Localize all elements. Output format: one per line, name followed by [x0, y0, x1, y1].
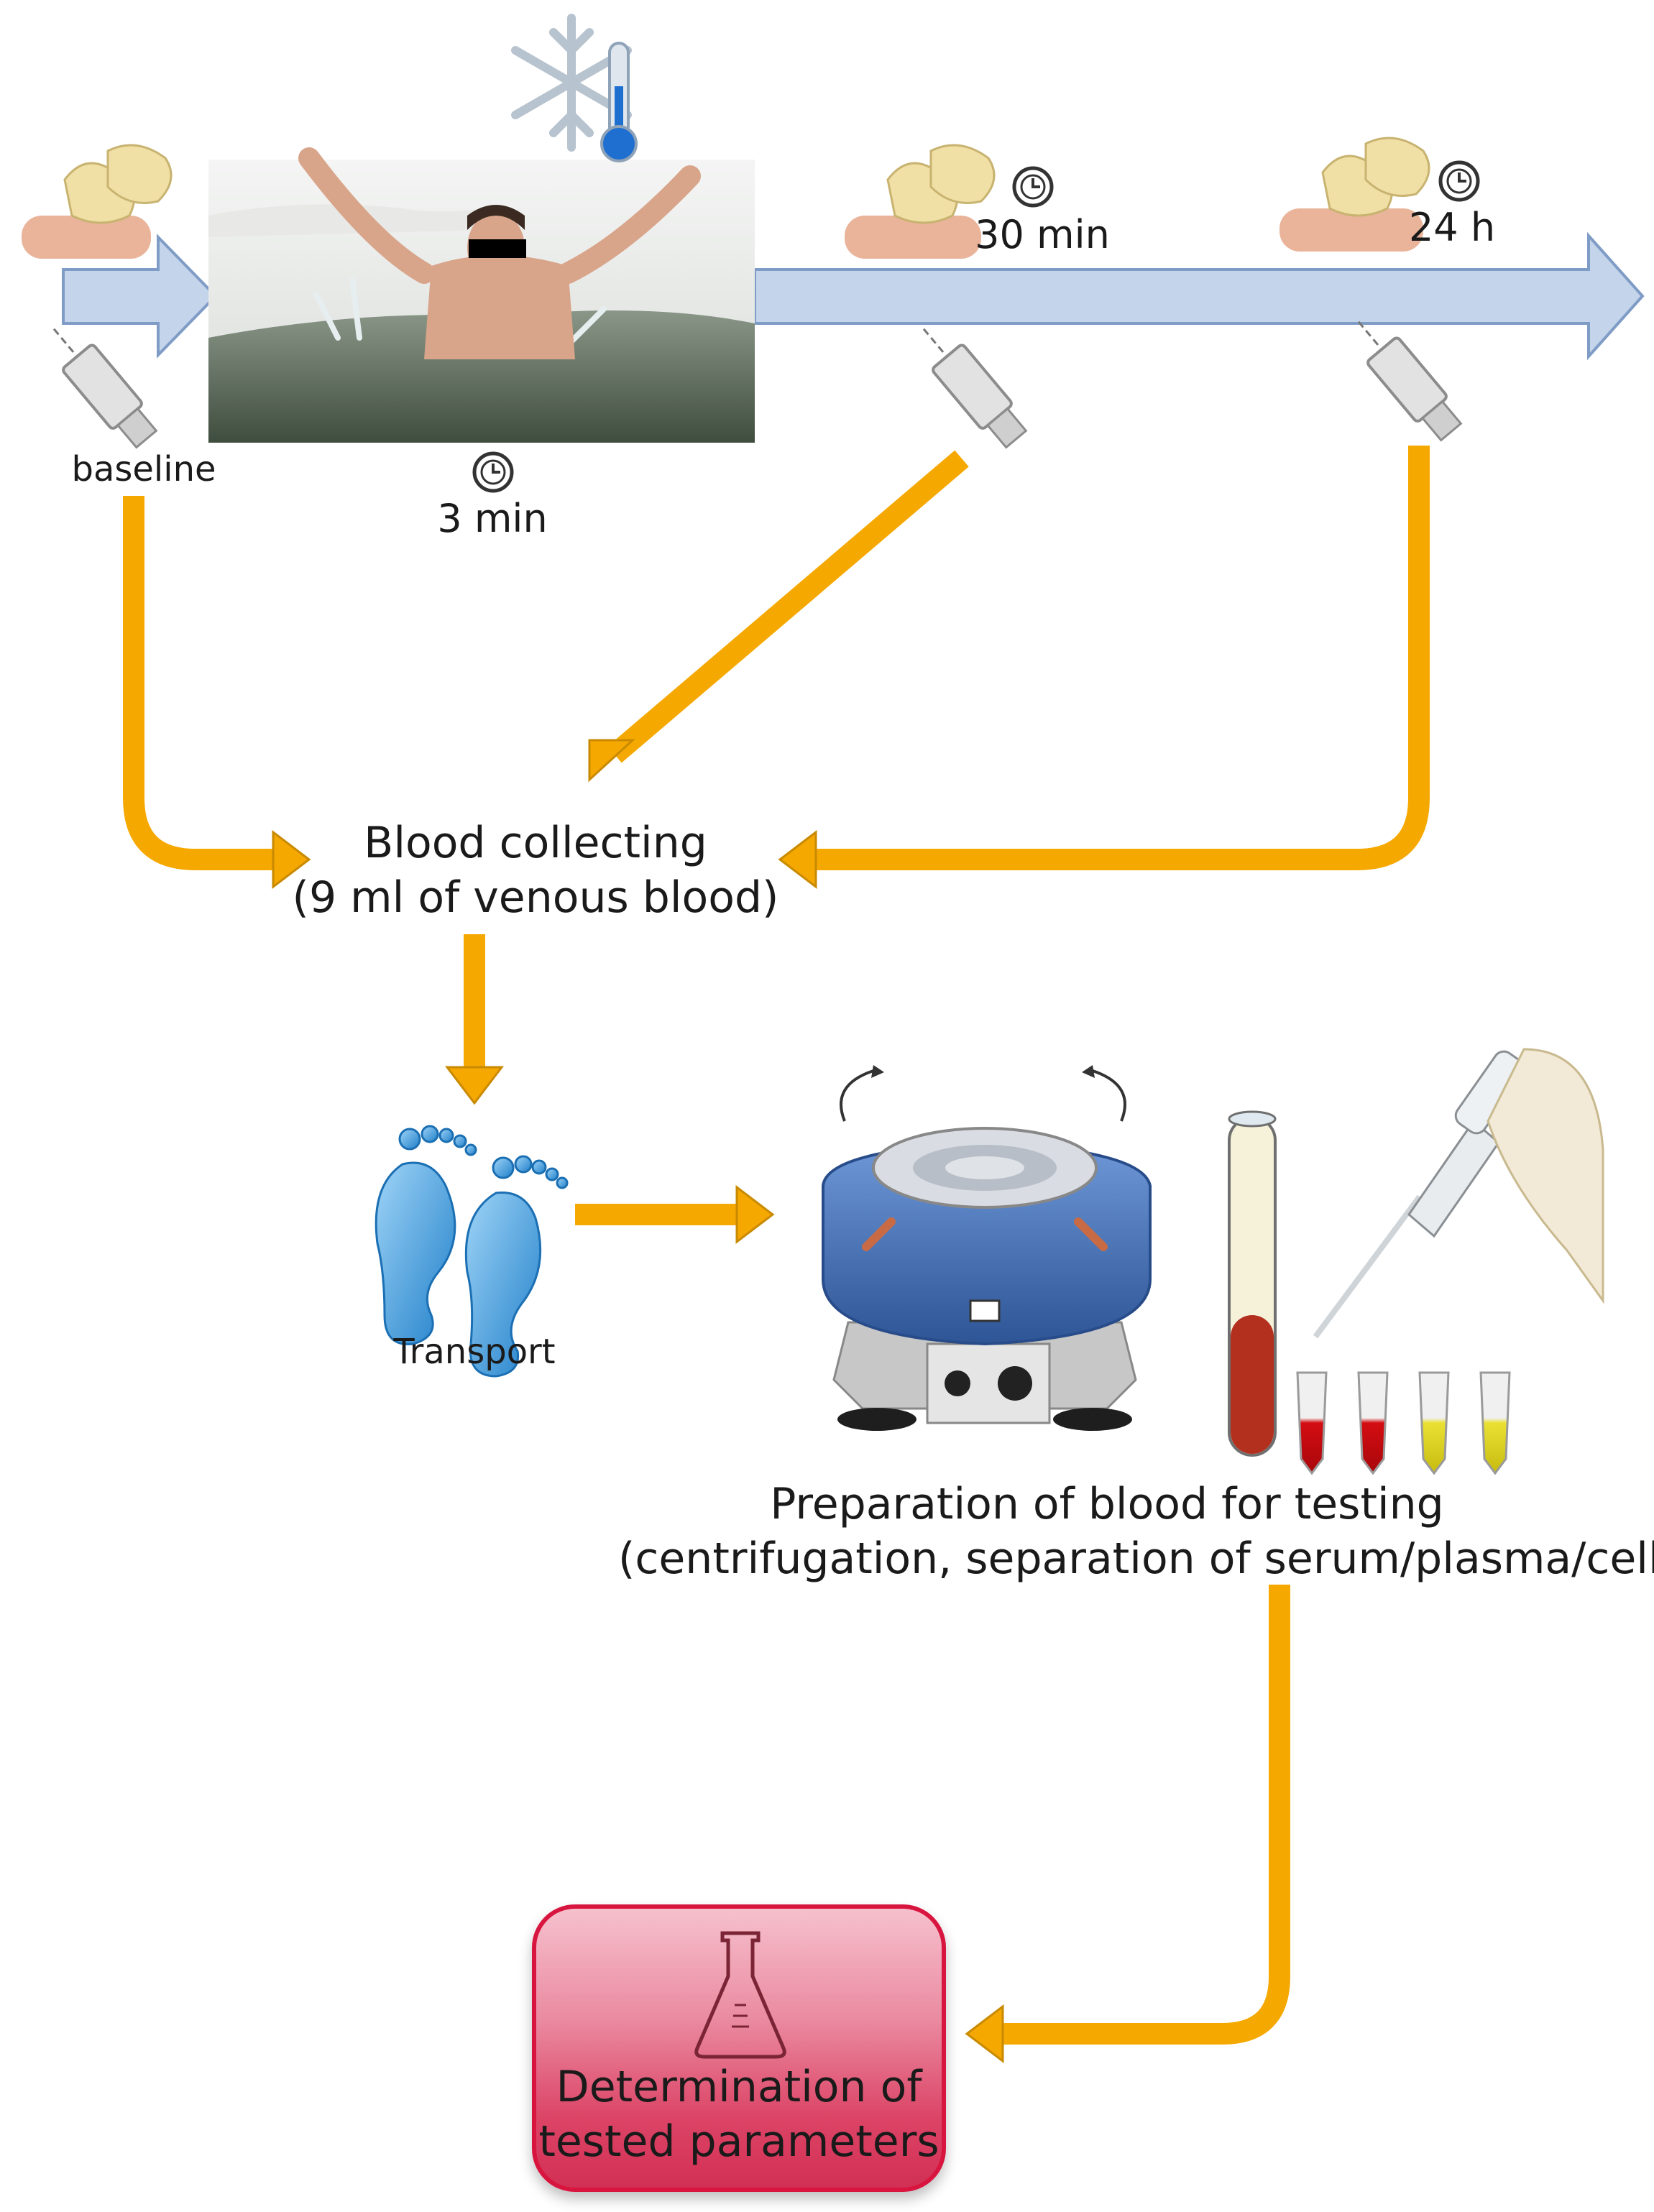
blood-draw-icon: [1279, 137, 1430, 252]
syringe-icon: [1357, 321, 1463, 442]
arrow-24h-to-collecting: [812, 446, 1430, 870]
aliquot-tubes-icon: [1296, 1371, 1511, 1475]
syringe-icon: [52, 328, 158, 449]
arrow-30min-to-collecting: [607, 450, 969, 763]
result-line-1: Determination of: [556, 2062, 922, 2112]
blood-collecting-detail: (9 ml of venous blood): [292, 872, 779, 923]
arrow-baseline-to-collecting: [123, 496, 277, 870]
clock-icon: [1012, 166, 1054, 208]
syringe-icon: [922, 328, 1028, 449]
pipette-icon: [1313, 1048, 1604, 1339]
blood-tube-icon: [1228, 1110, 1277, 1457]
result-box: [532, 1904, 946, 2192]
blood-draw-icon: [845, 144, 996, 259]
clock-icon: [472, 451, 514, 493]
footprints-icon: [375, 1125, 569, 1378]
cold-water-immersion-photo: [208, 147, 755, 443]
immersion-duration-label: 3 min: [437, 496, 548, 541]
preparation-detail: (centrifugation, separation of serum/pla…: [618, 1534, 1654, 1584]
timeline-arrow: [62, 231, 1645, 361]
clock-icon: [1438, 160, 1480, 202]
result-line-2: tested parameters: [538, 2116, 939, 2167]
arrow-preparation-to-result: [999, 1585, 1290, 2045]
timepoint-24h-label: 24 h: [1408, 205, 1496, 250]
preparation-title: Preparation of blood for testing: [770, 1479, 1444, 1529]
transport-label: Transport: [393, 1332, 556, 1372]
thermometer-icon: [600, 42, 638, 162]
blood-collecting-title: Blood collecting: [364, 818, 707, 868]
blood-draw-icon: [22, 144, 173, 259]
flow-arrows: [123, 446, 1430, 2045]
centrifuge-icon: [822, 1065, 1152, 1431]
timepoint-30min-label: 30 min: [975, 212, 1110, 257]
flask-icon: [694, 1931, 786, 2059]
arrow-heads: [272, 739, 1004, 2064]
result-title: Determination of tested parameters: [532, 2060, 946, 2169]
baseline-label: baseline: [71, 449, 216, 489]
